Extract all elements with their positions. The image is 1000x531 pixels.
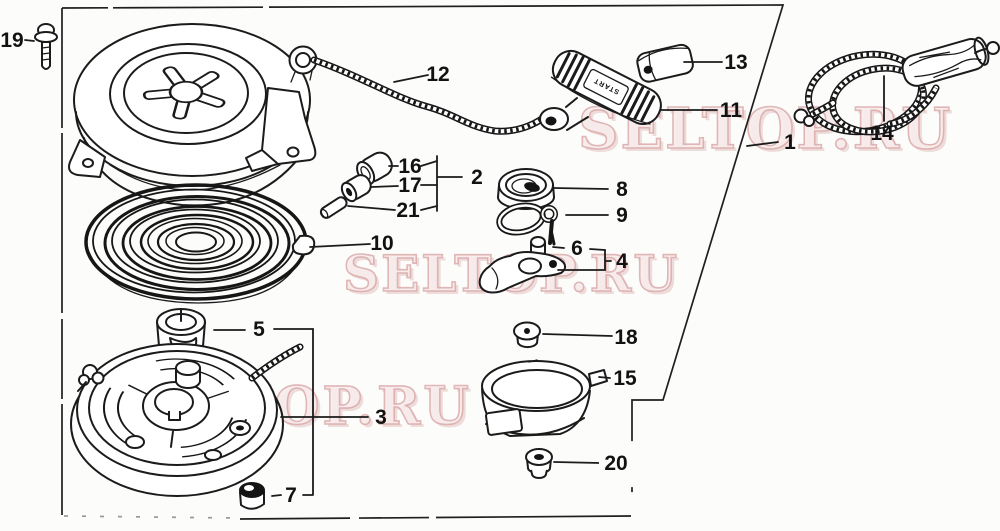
label-20-backdrop [599,449,635,477]
part-label-7: 7 [285,484,297,507]
pin-21-drawing [319,196,348,219]
part-label-3: 3 [375,406,387,429]
part-label-6: 6 [571,237,583,260]
leader-lines [24,39,885,497]
diagram-border [61,4,785,520]
starter-rope-12-drawing [310,56,553,135]
part-label-8: 8 [616,178,628,201]
part-label-1: 1 [784,131,796,154]
part-label-4: 4 [616,250,628,273]
starter-grip-11-drawing: START [539,49,662,131]
part-label-15: 15 [613,367,637,390]
part-label-16: 16 [398,155,421,178]
nut-7-drawing [239,482,265,510]
starter-cup-15-drawing [481,359,608,437]
rope-cap-13-drawing [636,43,694,83]
clip-9-drawing [496,202,558,245]
starter-housing-drawing [68,23,318,207]
part-label-10: 10 [370,232,393,255]
part-label-19: 19 [0,29,23,52]
part-label-5: 5 [253,318,265,341]
part-label-12: 12 [426,63,449,86]
part-labels: 19 12 13 11 1 14 16 17 21 2 8 9 6 4 10 1… [0,29,894,507]
part-label-14: 14 [870,122,894,145]
part-label-2: 2 [471,166,483,189]
part-label-21: 21 [396,199,420,222]
bolt-19-drawing [34,23,58,70]
nut-20-drawing [525,448,553,479]
spiral-spring-10-drawing [84,183,316,304]
part-label-13: 13 [724,51,747,74]
part-label-18: 18 [614,326,638,349]
part-label-20: 20 [604,452,627,475]
cap-nut-18-drawing [513,321,541,349]
part-label-9: 9 [616,204,628,227]
ratchet-4-drawing [478,251,567,294]
emergency-rope-14-drawing [793,36,1000,136]
part-label-11: 11 [720,99,743,122]
bushing-17-drawing [340,174,372,203]
part-label-17: 17 [398,174,421,197]
starter-pulley-3-drawing [70,343,304,497]
